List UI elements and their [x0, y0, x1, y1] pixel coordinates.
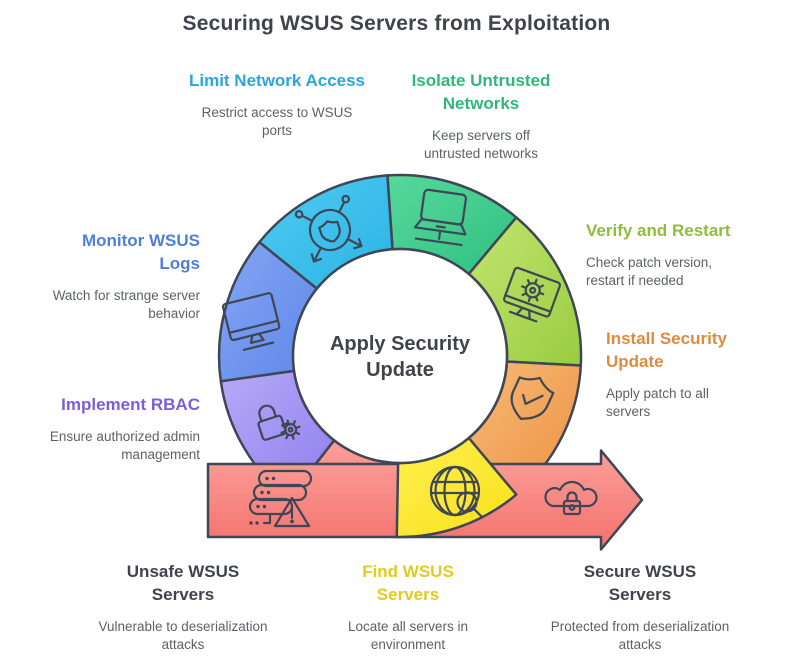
step-description: Vulnerable to deserialization attacks	[98, 619, 268, 652]
step-secure-wsus-servers: Secure WSUS Servers Protected from deser…	[548, 560, 732, 654]
cloud-lock-icon	[544, 480, 598, 516]
center-step-label: Apply Security Update	[329, 333, 471, 381]
page-title: Securing WSUS Servers from Exploitation	[182, 12, 611, 35]
step-heading: Isolate Untrusted Networks	[411, 71, 551, 113]
step-description: Check patch version, restart if needed	[586, 255, 713, 288]
step-install-security-update: Install Security Update Apply patch to a…	[606, 327, 781, 421]
step-description: Keep servers off untrusted networks	[423, 128, 539, 161]
laptop-icon	[413, 188, 467, 247]
step-monitor-wsus-logs: Monitor WSUS Logs Watch for strange serv…	[20, 229, 200, 323]
step-heading: Install Security Update	[606, 329, 727, 371]
step-heading: Implement RBAC	[61, 395, 200, 414]
icon-detail-dots	[249, 476, 294, 525]
globe-search-icon	[429, 465, 483, 518]
step-description: Protected from deserialization attacks	[550, 619, 730, 652]
lock-gear-icon	[257, 404, 301, 441]
step-limit-network-access: Limit Network Access Restrict access to …	[187, 69, 367, 140]
step-heading: Unsafe WSUS Servers	[126, 562, 240, 604]
step-implement-rbac: Implement RBAC Ensure authorized admin m…	[20, 393, 200, 464]
shield-network-icon	[294, 194, 363, 263]
step-find-wsus-servers: Find WSUS Servers Locate all servers in …	[318, 560, 498, 654]
step-description: Ensure authorized admin management	[49, 429, 200, 462]
shield-check-icon	[510, 376, 555, 420]
monitor-gear-icon	[503, 266, 561, 323]
step-heading: Limit Network Access	[188, 71, 366, 90]
step-heading: Secure WSUS Servers	[583, 562, 697, 604]
step-heading: Monitor WSUS Logs	[81, 231, 200, 273]
step-unsafe-wsus-servers: Unsafe WSUS Servers Vulnerable to deseri…	[91, 560, 275, 654]
step-isolate-untrusted-networks: Isolate Untrusted Networks Keep servers …	[391, 69, 571, 163]
step-description: Locate all servers in environment	[347, 619, 469, 652]
center-hub	[291, 247, 509, 465]
step-description: Watch for strange server behavior	[52, 288, 200, 321]
step-description: Restrict access to WSUS ports	[201, 105, 353, 138]
step-description: Apply patch to all servers	[606, 386, 709, 419]
step-heading: Verify and Restart	[586, 221, 731, 240]
step-heading: Find WSUS Servers	[362, 562, 454, 604]
server-alert-icon	[248, 469, 313, 528]
monitor-icon	[221, 292, 281, 351]
step-verify-and-restart: Verify and Restart Check patch version, …	[586, 219, 776, 290]
